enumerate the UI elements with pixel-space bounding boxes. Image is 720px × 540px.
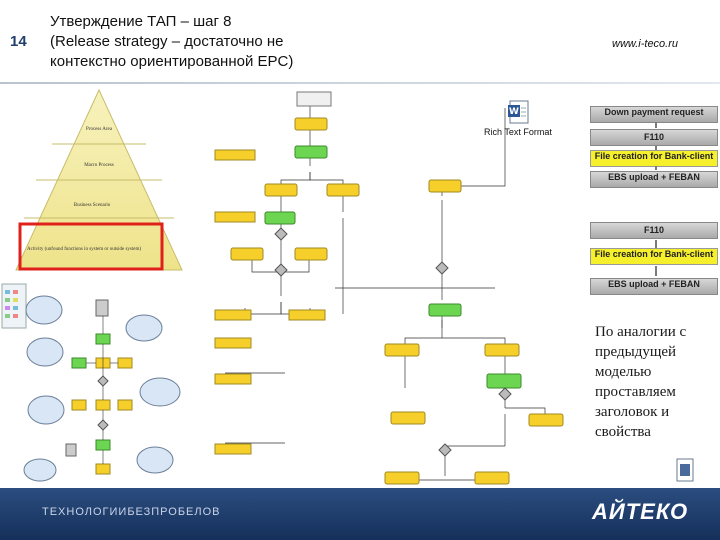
svg-text:W: W (509, 107, 519, 117)
website-url[interactable]: www.i-teco.ru (612, 38, 679, 50)
attachment-label: Rich Text Format (484, 127, 552, 137)
title-line-1: Утверждение ТАП – шаг 8 (50, 13, 232, 30)
epc-diagram (214, 91, 564, 485)
title-line-2: (Release strategy – достаточно не (50, 33, 284, 50)
slide-number: 14 (10, 33, 27, 50)
footer-tagline: ТЕХНОЛОГИИБЕЗПРОБЕЛОВ (42, 506, 221, 518)
flow-item-file-creation-2: File creation for Bank-client (590, 248, 718, 265)
footer-bar (0, 488, 720, 540)
pyramid-level-3: Business Scenario (74, 203, 111, 208)
activity-level-highlight (18, 222, 164, 271)
pyramid-level-2: Macro Process (84, 163, 114, 168)
instruction-note: По аналогии с предыдущей моделью простав… (595, 324, 687, 440)
process-model-thumbnail (0, 280, 190, 490)
title-line-3: контекстно ориентированной EPC) (50, 53, 294, 70)
document-icon[interactable] (676, 458, 694, 482)
header-divider (0, 82, 720, 84)
process-pyramid: Process Area Macro Process Business Scen… (15, 88, 183, 271)
flow-item-f110: F110 (590, 129, 718, 146)
flow-item-file-creation: File creation for Bank-client (590, 150, 718, 167)
flow-item-ebs-upload-2: EBS upload + FEBAN (590, 278, 718, 295)
flow-item-down-payment: Down payment request (590, 106, 718, 123)
pyramid-level-1: Process Area (86, 127, 113, 132)
slide-title: Утверждение ТАП – шаг 8 (Release strateg… (50, 12, 480, 72)
pyramid-level-4: Activity (unfound functions in system or… (27, 247, 141, 252)
company-logo: АЙТЕКО (592, 499, 689, 524)
flow-item-ebs-upload: EBS upload + FEBAN (590, 171, 718, 188)
flow-arrows (655, 122, 657, 276)
flow-item-f110-2: F110 (590, 222, 718, 239)
word-document-icon[interactable]: W (508, 100, 530, 124)
